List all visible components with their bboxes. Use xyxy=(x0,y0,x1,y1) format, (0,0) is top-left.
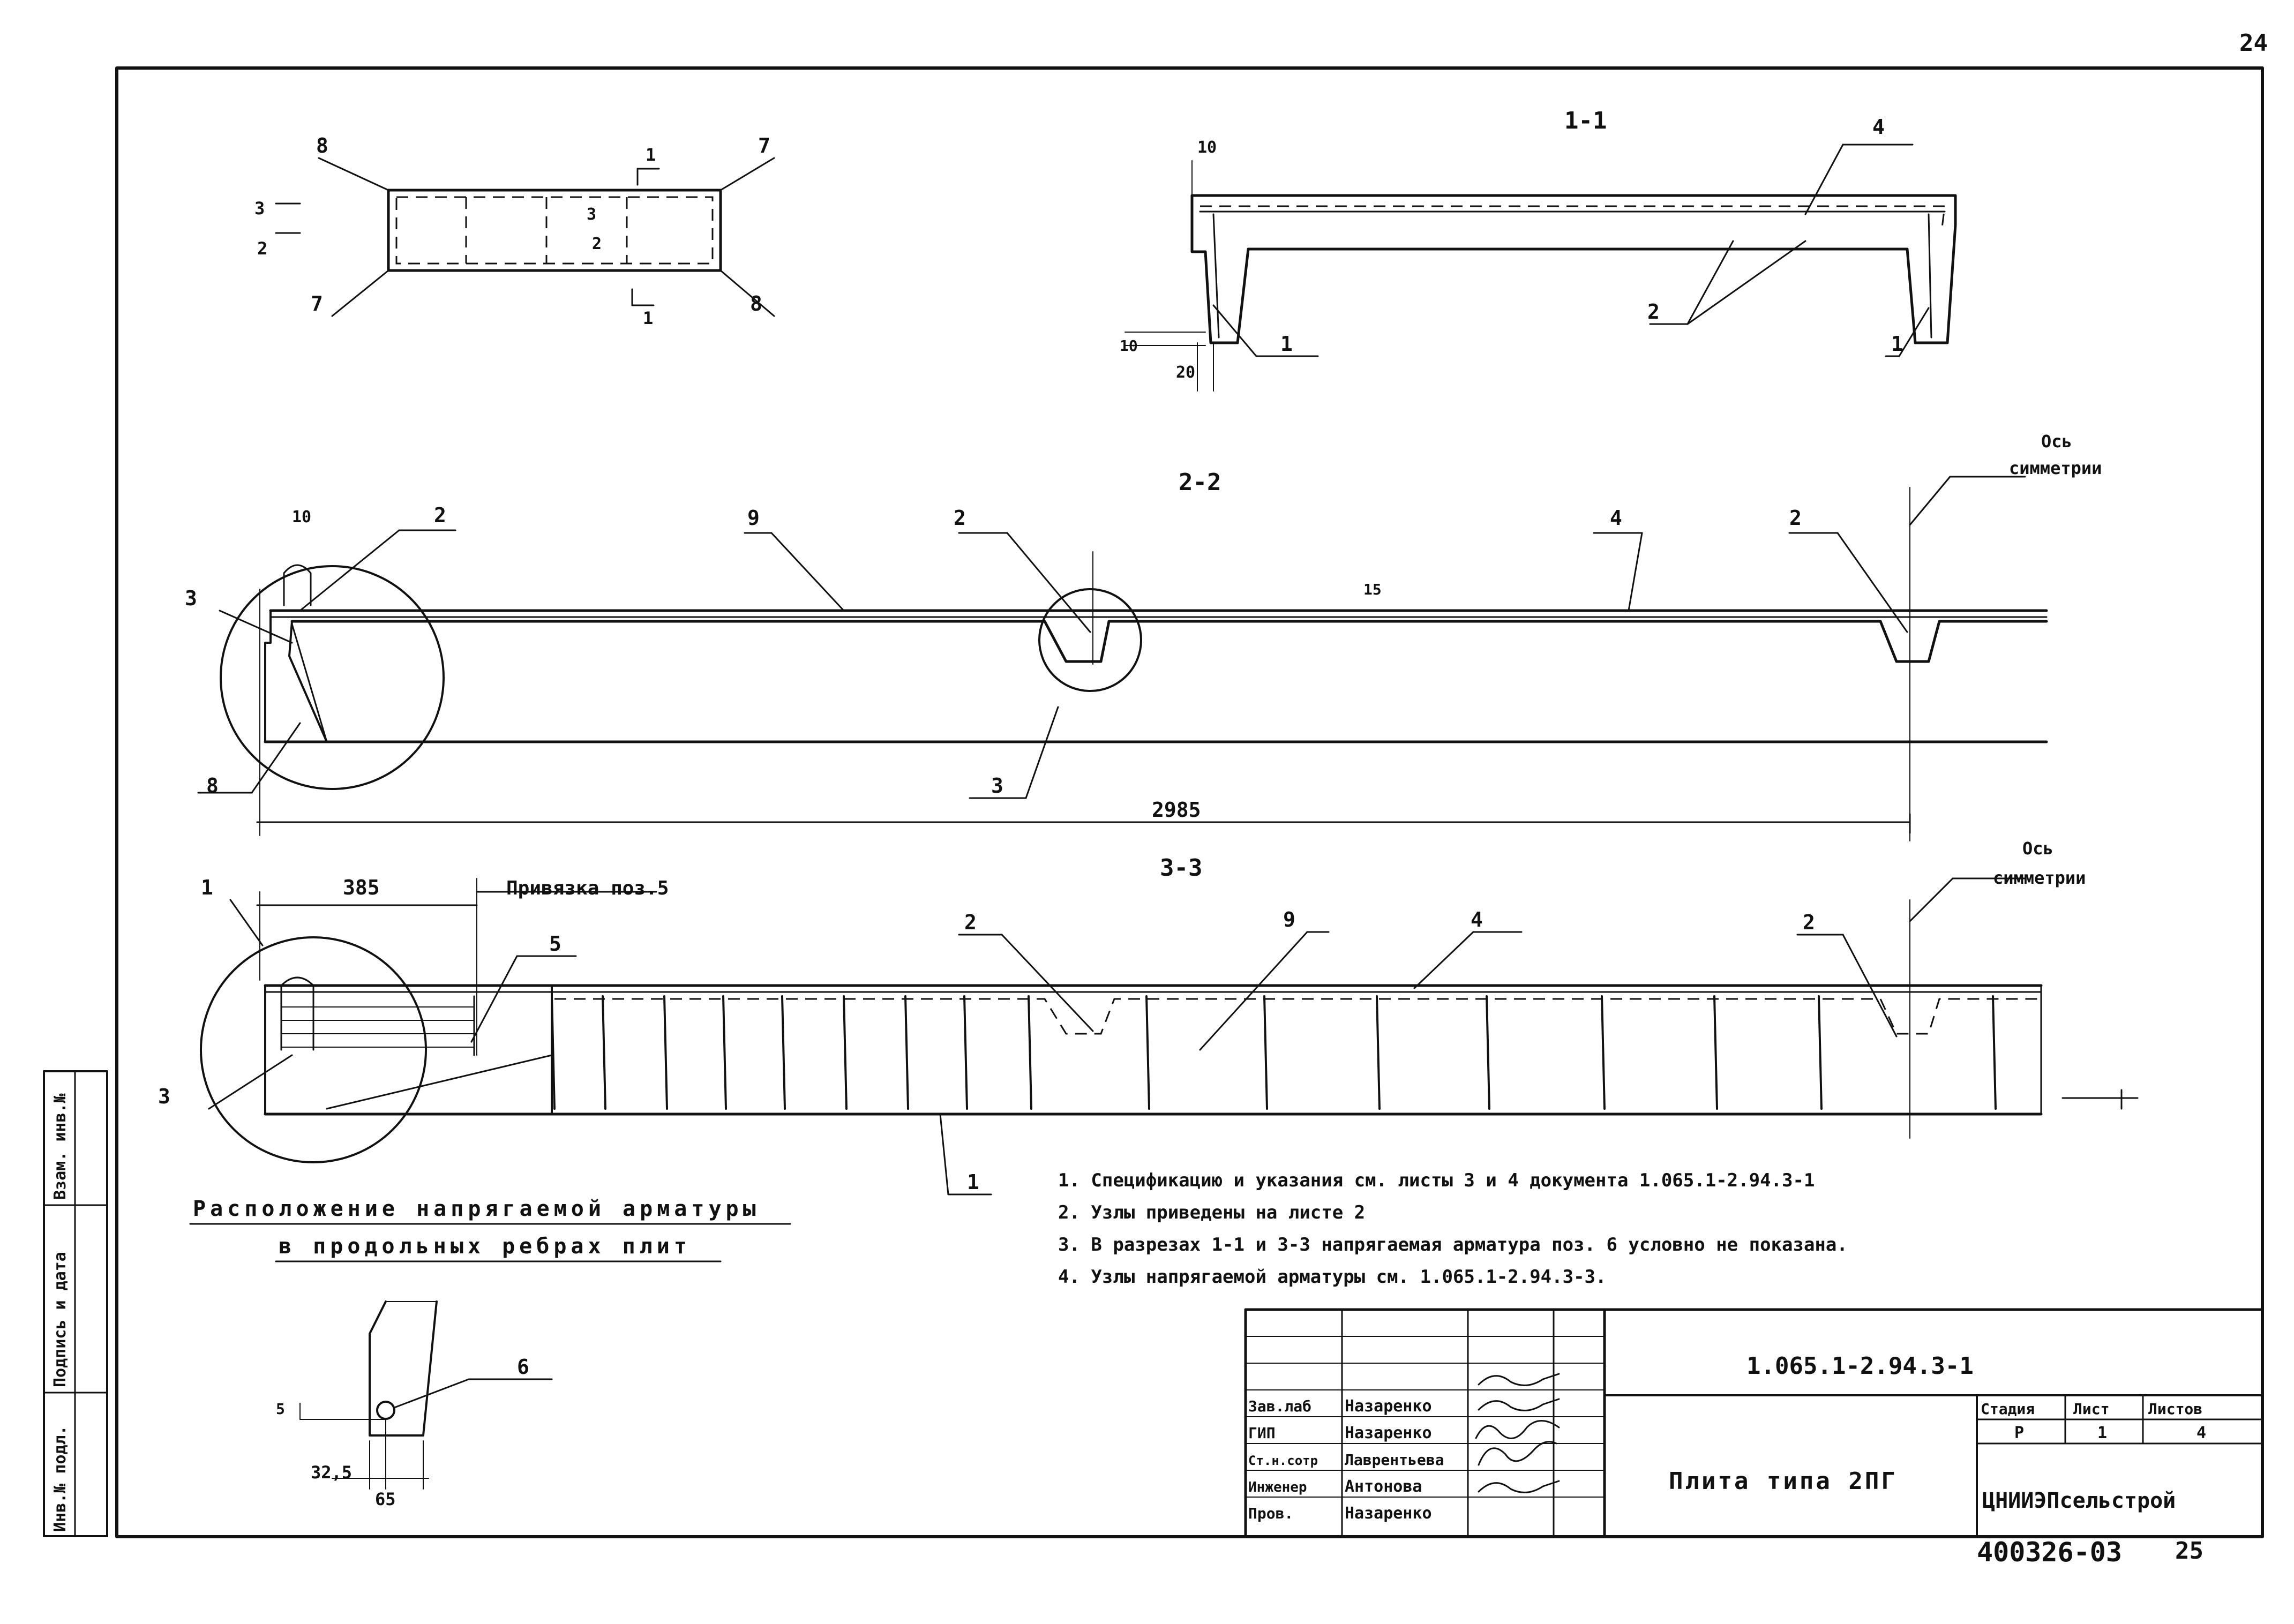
s22-callout-2-left: 2 xyxy=(434,503,446,527)
section-3-3 xyxy=(200,877,2139,1196)
name-inzhener: Антонова xyxy=(1345,1477,1422,1496)
side-stamp xyxy=(43,1070,108,1537)
s11-callout-4: 4 xyxy=(1872,115,1885,139)
s33-callout-2-mid: 2 xyxy=(964,911,977,934)
s33-callout-2-right: 2 xyxy=(1803,911,1815,934)
plan-callout-8-bottom: 8 xyxy=(750,292,762,315)
arrangement-title-line2: в продольных ребрах плит xyxy=(279,1234,691,1259)
section-3-3-title: 3-3 xyxy=(1160,854,1202,882)
note-2: 2. Узлы приведены на листе 2 xyxy=(1058,1202,1365,1223)
s22-callout-9: 9 xyxy=(747,506,760,530)
page-number: 24 xyxy=(2239,29,2268,57)
note-4: 4. Узлы напрягаемой арматуры см. 1.065.1… xyxy=(1058,1266,1607,1288)
s11-callout-1-left: 1 xyxy=(1280,332,1293,356)
title-block xyxy=(1244,1308,2264,1538)
s11-dim-10-side: 10 xyxy=(1120,337,1138,355)
sheets-value: 4 xyxy=(2196,1424,2206,1442)
arrangement-dim-32-5: 32,5 xyxy=(311,1462,352,1483)
s33-callout-4: 4 xyxy=(1471,908,1483,931)
section-2-2-title: 2-2 xyxy=(1179,469,1221,496)
s22-callout-2-right: 2 xyxy=(1789,506,1802,530)
role-gip: ГИП xyxy=(1248,1424,1276,1442)
plan-cut-1-bottom: 1 xyxy=(643,308,653,328)
drawing-title: Плита типа 2ПГ xyxy=(1669,1468,1898,1495)
plan-cut-1-top: 1 xyxy=(646,145,656,165)
s22-dim-10: 10 xyxy=(292,508,311,527)
side-stamp-vzam-inv: Взам. инв.№ xyxy=(51,1093,70,1200)
s11-dim-20: 20 xyxy=(1176,363,1195,382)
drawing-frame xyxy=(115,66,2264,1538)
plan-cut-3-left: 3 xyxy=(254,198,265,219)
archive-page: 25 xyxy=(2175,1537,2203,1565)
s22-callout-2-mid: 2 xyxy=(954,506,966,530)
doc-code: 1.065.1-2.94.3-1 xyxy=(1746,1352,1974,1380)
s33-callout-9: 9 xyxy=(1283,908,1295,931)
plan-view xyxy=(275,157,775,317)
s11-callout-2: 2 xyxy=(1647,300,1660,324)
name-st-n-sotr: Лаврентьева xyxy=(1345,1451,1444,1469)
plan-callout-7-bottom: 7 xyxy=(311,292,323,315)
note-1: 1. Спецификацию и указания см. листы 3 и… xyxy=(1058,1170,1815,1191)
s22-dim-2985: 2985 xyxy=(1152,798,1201,822)
arrangement-dim-65: 65 xyxy=(375,1489,396,1509)
arrangement-callout-6: 6 xyxy=(517,1355,529,1379)
side-stamp-signature-date: Подпись и дата xyxy=(51,1252,70,1387)
sheet-header: Лист xyxy=(2073,1400,2109,1418)
signatures xyxy=(1475,1373,1560,1493)
section-1-1 xyxy=(1124,144,1957,392)
s33-callout-1-bottom: 1 xyxy=(967,1170,979,1194)
plan-cut-3-inner: 3 xyxy=(587,205,596,224)
s33-binding-label: Привязка поз.5 xyxy=(506,877,669,899)
s22-callout-3-left: 3 xyxy=(185,587,197,610)
sheet-value: 1 xyxy=(2097,1424,2107,1442)
side-stamp-inv-podl: Инв.№ подл. xyxy=(51,1425,70,1532)
section-2-2 xyxy=(197,476,2048,841)
s33-dim-385: 385 xyxy=(343,876,380,899)
s22-callout-3-mid: 3 xyxy=(991,774,1003,798)
s33-callout-3: 3 xyxy=(158,1085,170,1108)
archive-number: 400326-03 xyxy=(1977,1537,2122,1568)
s22-callout-8: 8 xyxy=(206,774,219,798)
stage-value: Р xyxy=(2014,1424,2024,1442)
s33-axis-label-2: симметрии xyxy=(1993,868,2086,888)
organization: ЦНИИЭПсельстрой xyxy=(1982,1488,2176,1513)
arrangement-title-line1: Расположение напрягаемой арматуры xyxy=(193,1197,760,1221)
role-prov: Пров. xyxy=(1248,1505,1293,1522)
plan-cut-2-left: 2 xyxy=(257,238,267,259)
s22-dim-15: 15 xyxy=(1363,581,1382,598)
role-inzhener: Инженер xyxy=(1248,1479,1307,1495)
note-3: 3. В разрезах 1-1 и 3-3 напрягаемая арма… xyxy=(1058,1234,1848,1255)
role-zav-lab: Зав.лаб xyxy=(1248,1397,1311,1415)
rib-detail xyxy=(299,1300,553,1490)
s22-callout-4: 4 xyxy=(1610,506,1622,530)
plan-callout-7-top: 7 xyxy=(758,134,770,157)
s33-callout-1-top: 1 xyxy=(201,876,213,899)
plan-cut-2-inner: 2 xyxy=(592,235,602,253)
role-st-n-sotr: Ст.н.сотр xyxy=(1248,1453,1318,1468)
section-1-1-title: 1-1 xyxy=(1564,107,1607,134)
s33-callout-5: 5 xyxy=(549,932,561,956)
stage-header: Стадия xyxy=(1981,1400,2035,1418)
s22-axis-label-2: симметрии xyxy=(2009,458,2102,478)
plan-callout-8-top: 8 xyxy=(316,134,328,157)
sheets-header: Листов xyxy=(2148,1400,2202,1418)
s22-axis-label-1: Ось xyxy=(2041,431,2072,452)
s33-axis-label-1: Ось xyxy=(2022,838,2053,859)
name-gip: Назаренко xyxy=(1345,1424,1432,1442)
s11-callout-1-right: 1 xyxy=(1891,332,1903,356)
name-zav-lab: Назаренко xyxy=(1345,1397,1432,1416)
name-prov: Назаренко xyxy=(1345,1504,1432,1523)
arrangement-dim-5: 5 xyxy=(276,1400,285,1418)
s11-dim-10-top: 10 xyxy=(1197,138,1217,157)
